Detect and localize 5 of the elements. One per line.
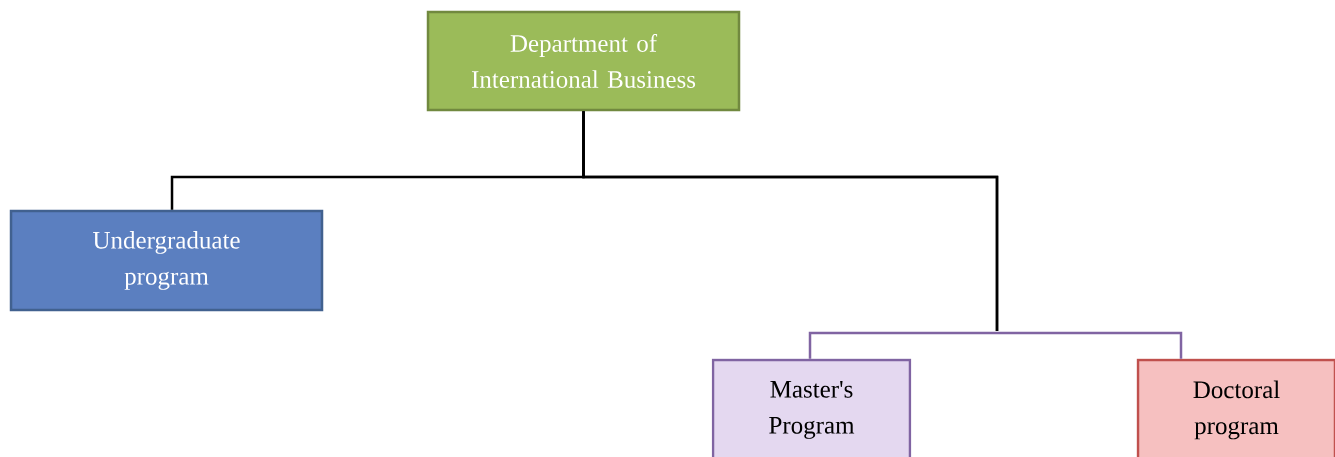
program-box: Master's Program (711, 358, 912, 457)
program-box: Department of International Business (426, 10, 741, 112)
program-box: Doctoral program (1136, 358, 1335, 457)
connector-line (582, 111, 1183, 359)
program-box: Undergraduate program (9, 209, 324, 312)
